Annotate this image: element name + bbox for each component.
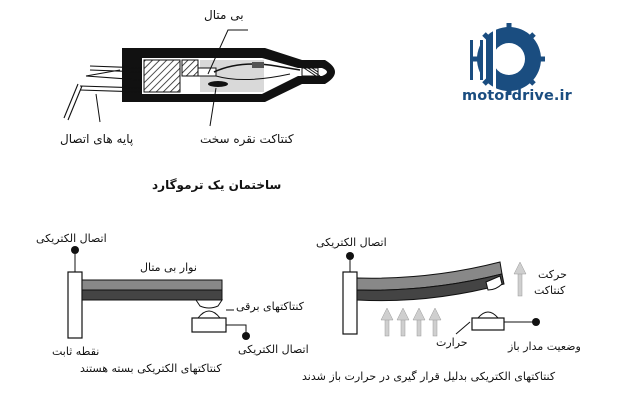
left-strip-label: نوار بی متال: [140, 261, 197, 274]
open-contacts-diagram: [342, 252, 540, 337]
closed-contacts-diagram: [67, 246, 250, 340]
bimetal-callout: [207, 29, 248, 75]
silver-contact: [208, 81, 228, 87]
motion-arrow: [513, 261, 527, 297]
terminal-dot-right: [346, 252, 354, 260]
right-heat-label: حرارت: [436, 336, 468, 349]
silver-callout: [209, 87, 217, 127]
lower-contact-base: [191, 317, 227, 333]
heat-arrows: [380, 307, 442, 337]
right-open-state-label: وضعیت مدار باز: [508, 340, 581, 353]
silver-contacts-label: کنتاکت نقره سخت: [200, 132, 294, 146]
terminal-dot-bottom: [242, 332, 250, 340]
thermoguard-structure: [63, 29, 335, 127]
motordrive-logo: [470, 23, 545, 95]
logo-text: motordrive.ir: [462, 88, 572, 104]
right-caption: کنتاکتهای الکتریکی بدلیل قرار گیری در حر…: [302, 370, 556, 383]
bimetal-strip: [81, 279, 223, 291]
terminal-dot-top: [71, 246, 79, 254]
left-caption: کنتاکتهای الکتریکی بسته هستند: [80, 362, 222, 375]
left-fixed-point-label: نقطه ثابت: [52, 345, 100, 358]
right-terminal-top-label: اتصال الکتریکی: [316, 236, 387, 249]
terminal-pins: [63, 65, 143, 121]
pins-callout: [95, 93, 101, 123]
insulator-block: [143, 59, 181, 93]
right-motion-label-1: حرکت: [538, 268, 567, 281]
terminal-pins-label: پایه های اتصال: [60, 132, 134, 146]
fixed-post-right: [342, 271, 358, 335]
left-terminal-top-label: اتصال الکتریکی: [36, 232, 107, 245]
fixed-post: [67, 271, 83, 339]
lower-contact-base-right: [471, 317, 505, 331]
bimetal-label: بی متال: [204, 8, 244, 22]
structure-caption: ساختمان یک ترموگارد: [152, 178, 282, 192]
terminal-dot-right-bottom: [532, 318, 540, 326]
bimetal-disc: [213, 63, 301, 73]
left-contacts-label: کنتاکتهای برقی: [236, 300, 304, 313]
left-terminal-bottom-label: اتصال الکتریکی: [238, 343, 309, 356]
right-motion-label-2: کنتاکت: [534, 284, 566, 297]
